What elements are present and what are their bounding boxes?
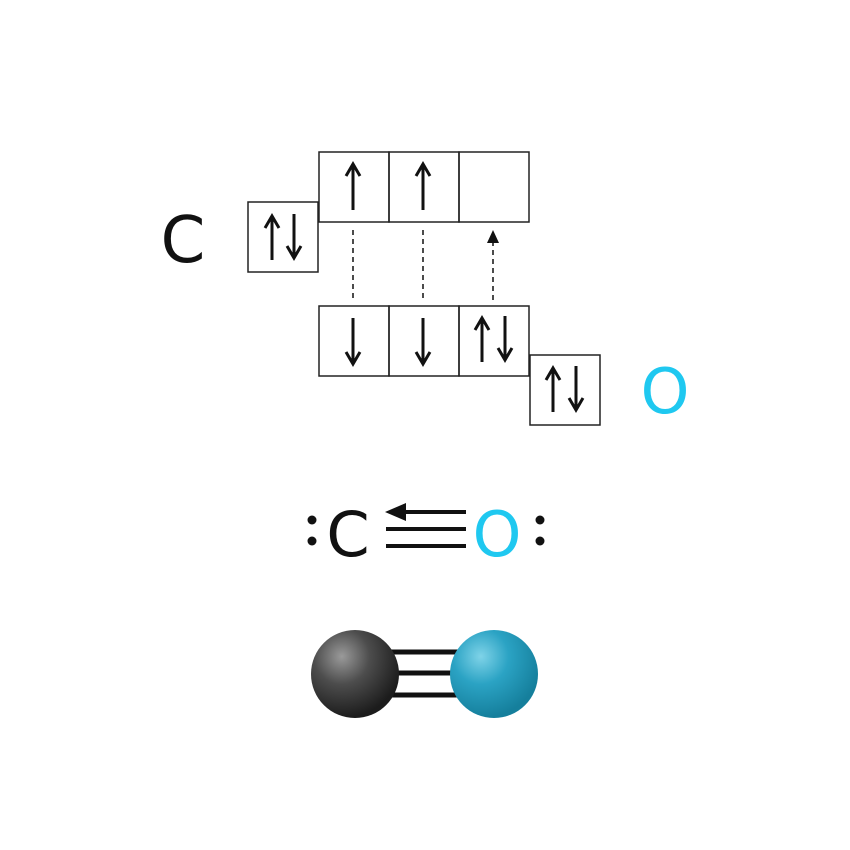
dashed-arrowhead-icon [487, 230, 499, 243]
electron-pair-icon [544, 365, 585, 413]
orbital-box [247, 201, 319, 273]
carbon-label: C [161, 204, 206, 278]
dashed-connections [352, 230, 494, 300]
ball-and-stick-model [311, 630, 538, 718]
oxygen-s-orbital [529, 354, 601, 426]
orbital-diagram: C [161, 151, 690, 428]
carbon-s-orbital [247, 201, 319, 273]
orbital-box [458, 151, 530, 223]
electron-pair-icon [263, 213, 303, 261]
dative-arrowhead-icon [385, 503, 406, 521]
electron-pair-icon [473, 315, 514, 363]
oxygen-p-orbitals [318, 305, 530, 377]
carbon-p-orbitals [318, 151, 530, 223]
lewis-oxygen-label: O [473, 498, 522, 571]
oxygen-label: O [641, 355, 690, 428]
oxygen-atom-sphere [450, 630, 538, 718]
electron-up-icon [344, 161, 362, 210]
oxygen-lone-pair [535, 515, 545, 546]
electron-up-icon [414, 161, 432, 210]
lewis-structure: C O [307, 498, 545, 571]
carbon-lone-pair [307, 515, 317, 546]
orbital-box [529, 354, 601, 426]
carbon-atom-sphere [311, 630, 399, 718]
electron-down-icon [344, 318, 362, 367]
triple-bond [386, 510, 466, 548]
lewis-carbon-label: C [326, 498, 369, 571]
electron-down-icon [414, 318, 432, 367]
orbital-box [458, 305, 530, 377]
